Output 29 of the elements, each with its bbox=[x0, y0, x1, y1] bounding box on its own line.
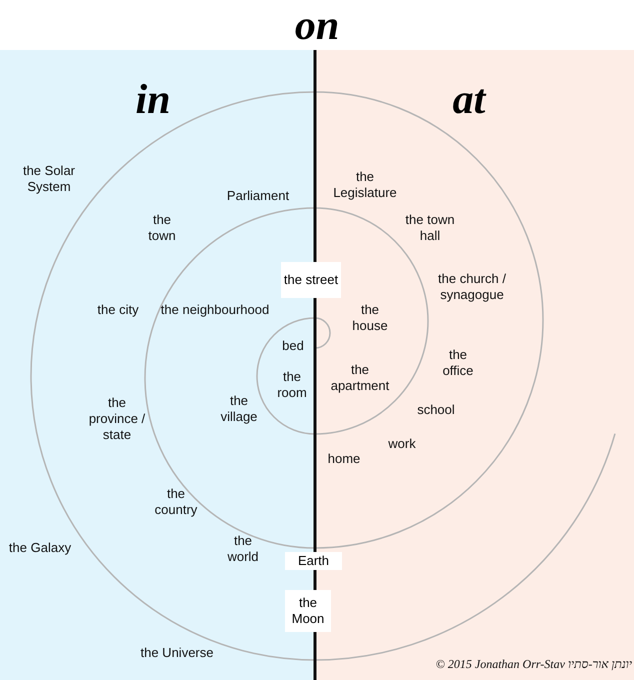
copyright-note: © 2015 Jonathan Orr-Stav יונתן אור-סתיו bbox=[434, 656, 632, 672]
preposition-heading: at bbox=[452, 78, 488, 122]
place-label: the world bbox=[226, 533, 260, 565]
place-label: school bbox=[416, 402, 456, 418]
place-label: the Legislature bbox=[332, 169, 398, 201]
place-label: the neighbourhood bbox=[160, 302, 270, 318]
place-label: Parliament bbox=[226, 188, 290, 204]
place-label: the church / synagogue bbox=[437, 271, 507, 303]
preposition-heading: in bbox=[134, 78, 172, 122]
place-label: the office bbox=[442, 347, 474, 379]
place-label: the apartment bbox=[330, 362, 390, 394]
place-label: the Moon bbox=[285, 590, 331, 632]
place-label: the street bbox=[281, 262, 341, 298]
place-label: home bbox=[326, 451, 362, 467]
place-label: the province / state bbox=[88, 395, 146, 443]
place-label: the Galaxy bbox=[8, 540, 72, 556]
place-label: Earth bbox=[285, 552, 342, 570]
place-label: the country bbox=[154, 486, 198, 518]
place-label: the Universe bbox=[140, 645, 214, 661]
place-label: bed bbox=[281, 338, 305, 354]
place-label: the village bbox=[220, 393, 258, 425]
place-label: the Solar System bbox=[22, 163, 76, 195]
title: on bbox=[294, 4, 340, 48]
place-label: the room bbox=[276, 369, 308, 401]
place-label: the house bbox=[351, 302, 389, 334]
place-label: the town bbox=[147, 212, 177, 244]
place-label: the city bbox=[96, 302, 140, 318]
place-label: work bbox=[387, 436, 417, 452]
place-label: the town hall bbox=[404, 212, 456, 244]
